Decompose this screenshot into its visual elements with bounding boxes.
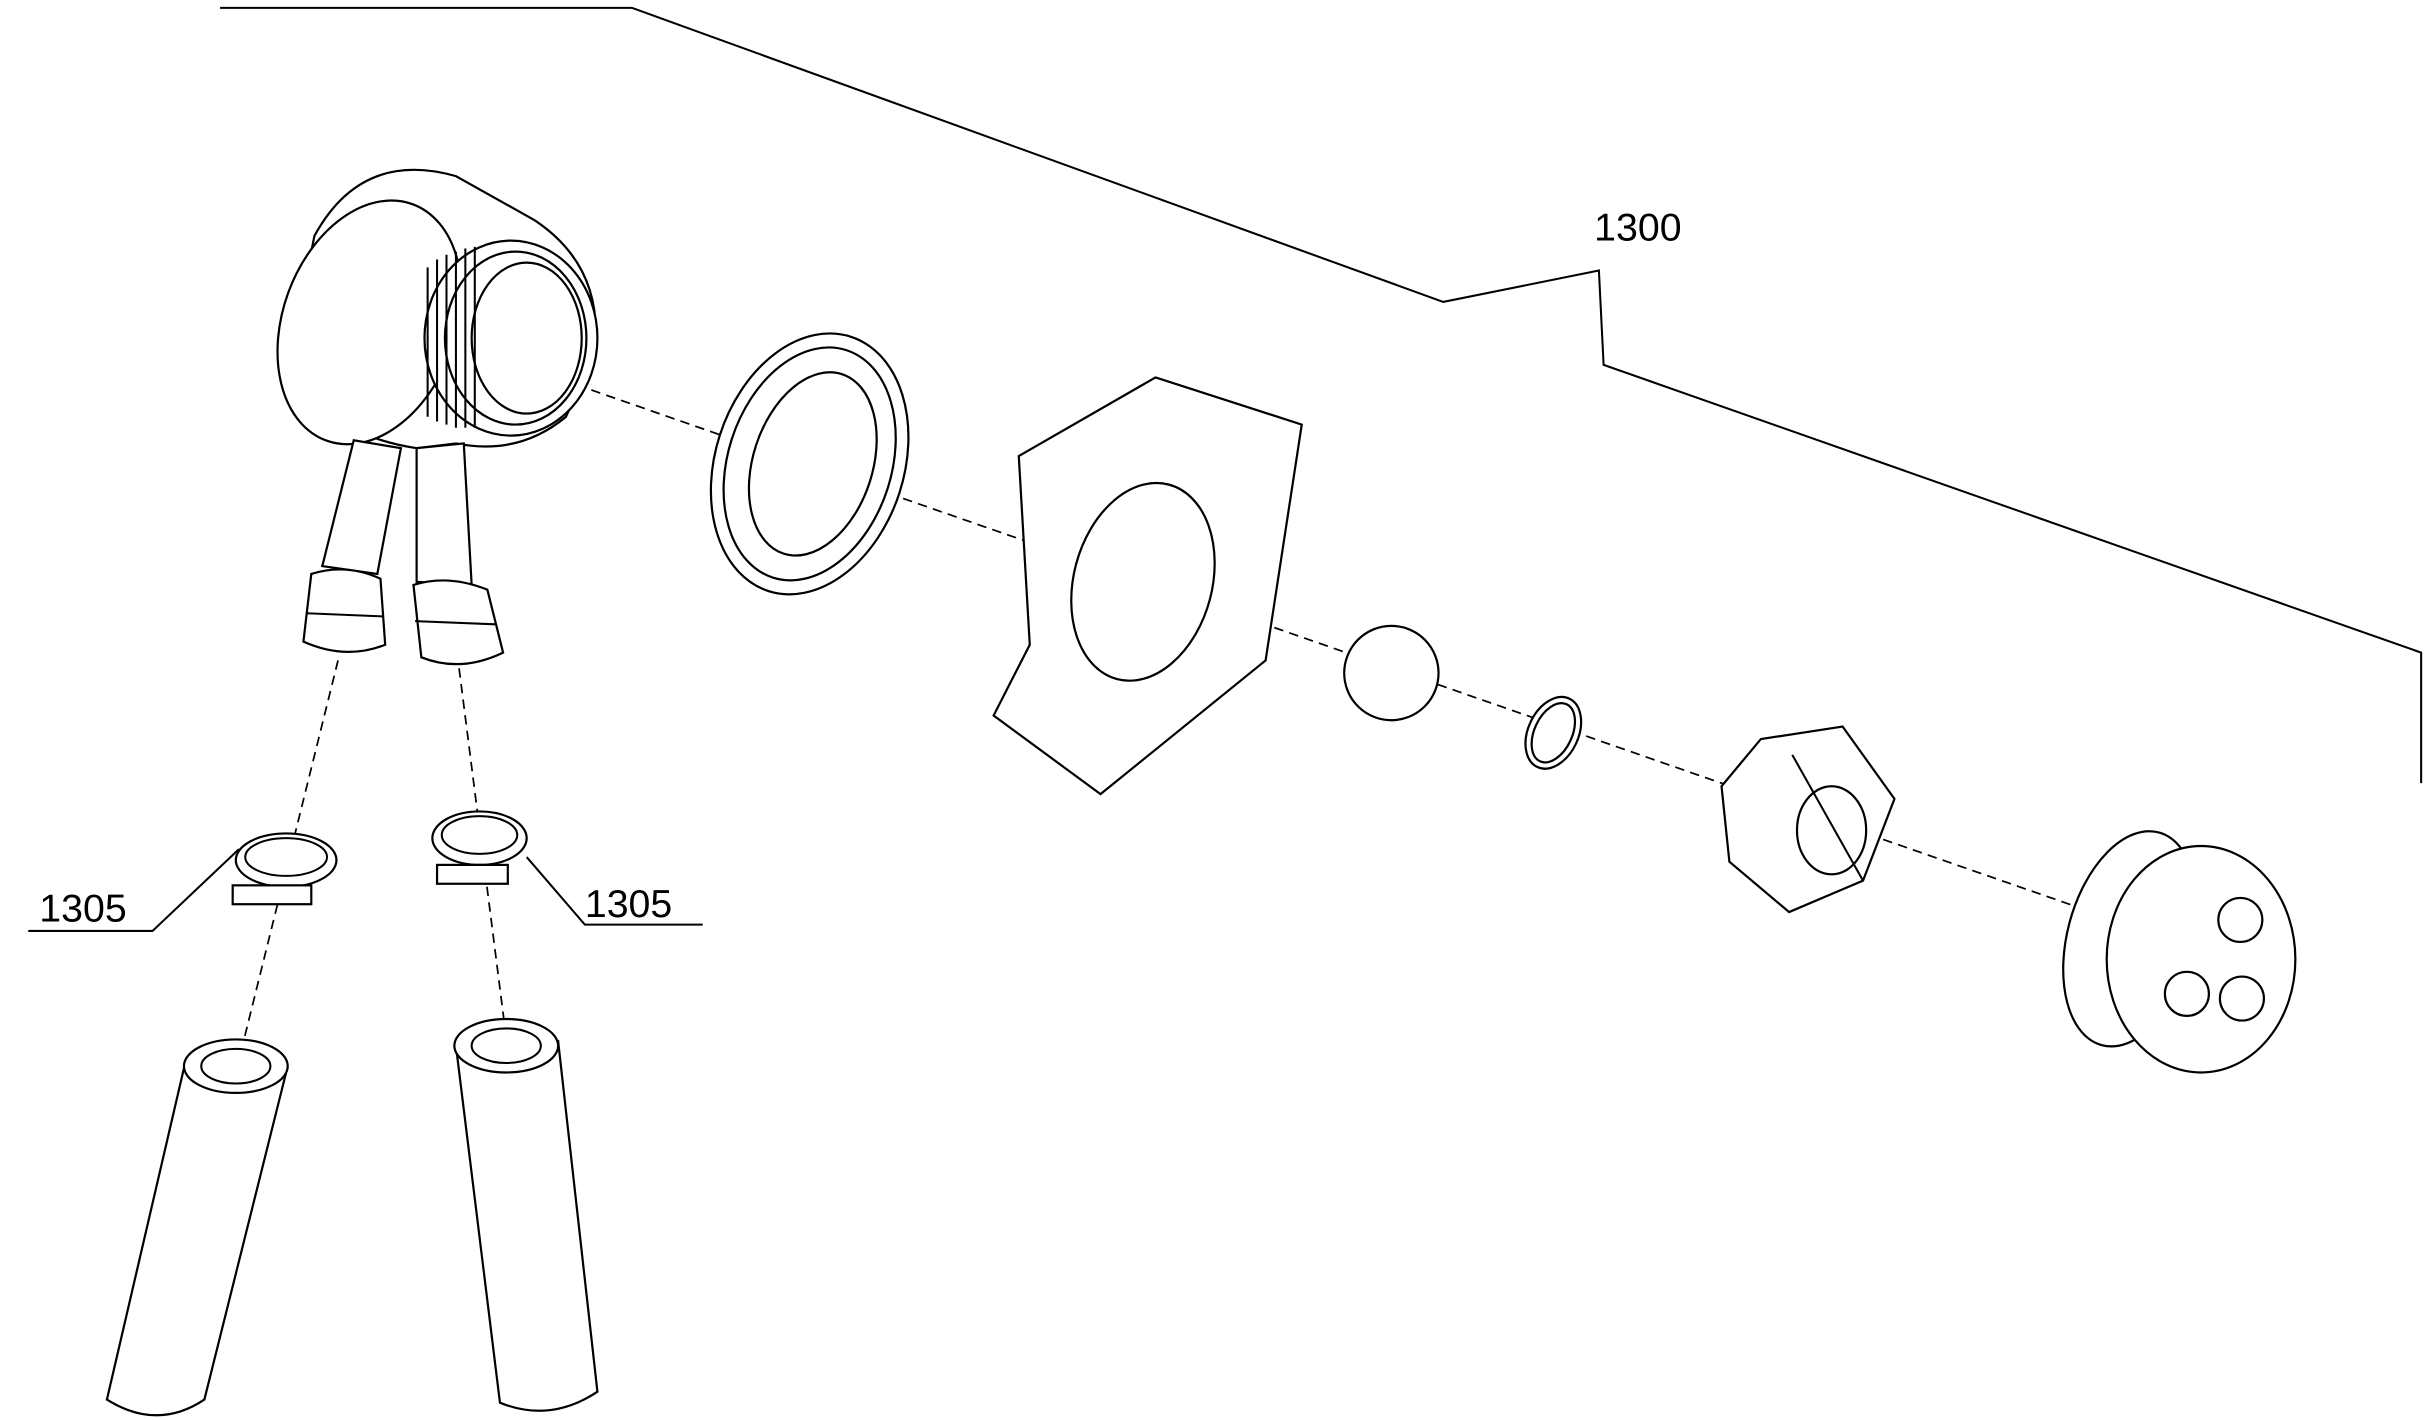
gasket-ring [709,332,910,596]
hose-clamp-left [231,832,338,906]
hose-right [453,1017,599,1412]
assembly-bracket [220,6,2423,784]
hex-nut [1720,725,1896,914]
o-ring [1524,695,1583,770]
hose-clamp-right [431,810,528,885]
fitting-body [276,168,599,666]
leader-right [525,856,703,926]
leader-left [28,848,240,932]
end-cap [2062,830,2297,1074]
ball [1343,624,1440,722]
label-1300: 1300 [1594,206,1681,250]
hose-left [105,1038,289,1417]
left-hose-axis [231,660,339,1086]
label-1305-left: 1305 [39,887,126,931]
label-1305-right: 1305 [585,882,672,926]
panel-plate [992,376,1303,796]
